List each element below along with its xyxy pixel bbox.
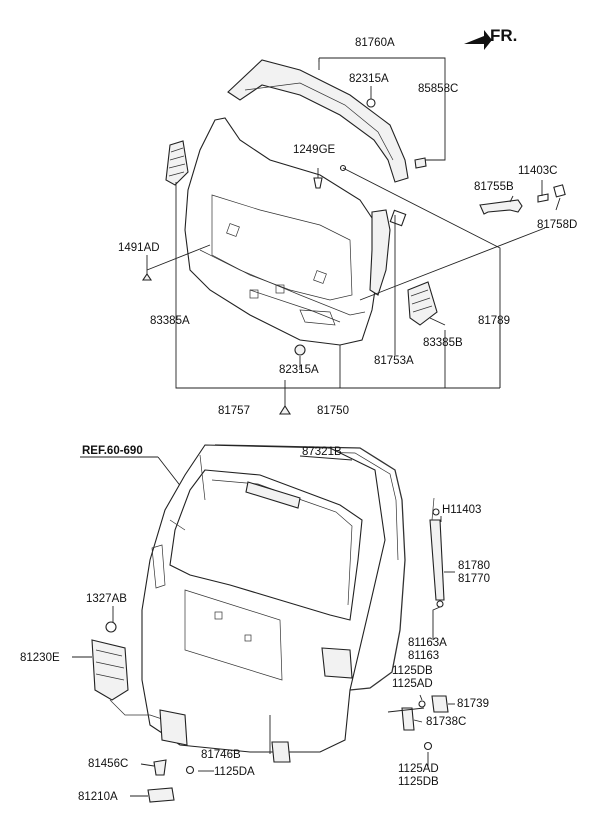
right-side-grille-part xyxy=(407,281,438,326)
label-81789: 81789 xyxy=(478,315,510,327)
label-81230E: 81230E xyxy=(20,652,60,664)
label-81456C: 81456C xyxy=(88,758,128,770)
clip-81758D-part xyxy=(553,184,566,198)
label-81758D: 81758D xyxy=(537,219,577,231)
label-82315A-top: 82315A xyxy=(349,73,389,85)
label-81746B: 81746B xyxy=(201,749,241,761)
screw-11403C-part xyxy=(537,193,549,203)
clip-85858C-part xyxy=(414,157,427,169)
lower-tailgate-group: REF.60-690 xyxy=(20,444,490,803)
label-81163A: 81163A xyxy=(408,637,447,649)
label-1491AD: 1491AD xyxy=(118,242,160,254)
lower-leader-lines xyxy=(72,455,455,797)
screw-1249GE-part xyxy=(313,177,323,189)
label-81210A: 81210A xyxy=(78,791,118,803)
label-81750: 81750 xyxy=(317,405,349,417)
reference-label: REF.60-690 xyxy=(82,445,143,457)
clip-1491AD-part xyxy=(141,273,153,281)
hinge-81738C-part xyxy=(401,707,415,731)
license-plate-area xyxy=(184,589,283,681)
label-81757: 81757 xyxy=(218,405,250,417)
label-H11403: H11403 xyxy=(442,504,481,516)
rear-window-part xyxy=(169,469,363,621)
label-1125AD-b: 1125AD xyxy=(398,763,439,775)
label-83385B: 83385B xyxy=(423,337,463,349)
label-1125AD-a: 1125AD xyxy=(392,678,433,690)
label-11403C: 11403C xyxy=(518,165,557,177)
clip-81757-part xyxy=(279,404,291,415)
gas-strut-part xyxy=(429,519,445,601)
left-side-grille-part xyxy=(165,140,189,186)
label-87321B: 87321B xyxy=(302,446,342,458)
key-cylinder-81456C-part xyxy=(153,759,167,776)
label-1249GE: 1249GE xyxy=(293,144,336,156)
label-83385A: 83385A xyxy=(150,315,190,327)
latch-actuator-part xyxy=(91,639,129,701)
label-82315A-bottom: 82315A xyxy=(279,364,319,376)
label-81753A: 81753A xyxy=(374,355,414,367)
label-81738C: 81738C xyxy=(426,716,466,728)
upper-trim-group: 81760A 82315A 85858C 1249GE 11403C 81755… xyxy=(118,37,577,417)
stop-lamp-part xyxy=(245,481,301,509)
lock-actuator-part xyxy=(159,709,188,746)
bolt-1125AD-lower-part xyxy=(423,741,433,751)
clip-82315A-bottom-part xyxy=(294,344,306,356)
upper-leader-lines xyxy=(146,57,561,406)
bolt-1125AD-upper-part xyxy=(418,700,426,708)
label-81760A: 81760A xyxy=(355,37,395,49)
gas-strut-end-part xyxy=(436,600,444,608)
latch-81746B-part xyxy=(271,741,291,763)
upper-trim-spoiler-part xyxy=(227,59,409,183)
bracket-81739-part xyxy=(431,695,449,713)
screw-H11403-part xyxy=(432,508,440,516)
bolt-1125DA-part xyxy=(185,765,195,775)
label-85858C: 85858C xyxy=(418,83,458,95)
front-direction-label: FR. xyxy=(490,26,517,45)
label-81755B: 81755B xyxy=(474,181,514,193)
front-arrow-icon xyxy=(464,30,492,50)
label-81770: 81770 xyxy=(458,573,490,585)
label-81780: 81780 xyxy=(458,560,490,572)
cap-1327AB-part xyxy=(105,621,117,633)
handle-81210A-part xyxy=(147,787,175,803)
label-1125DB-b: 1125DB xyxy=(398,776,439,788)
label-81739: 81739 xyxy=(457,698,489,710)
right-pillar-part xyxy=(369,209,391,296)
trim-panel-opening xyxy=(211,194,353,301)
label-1125DA: 1125DA xyxy=(214,766,255,778)
pull-handle-part xyxy=(479,199,523,215)
label-1125DB-a: 1125DB xyxy=(392,665,433,677)
clip-82315A-top-part xyxy=(366,98,376,108)
weatherstrip-part xyxy=(214,444,406,691)
bracket-part xyxy=(389,209,407,227)
garnish-recess xyxy=(321,647,353,679)
label-1327AB: 1327AB xyxy=(86,593,127,605)
label-81163: 81163 xyxy=(408,650,439,662)
main-trim-panel-part xyxy=(184,117,381,346)
front-direction-indicator: FR. xyxy=(464,26,517,50)
